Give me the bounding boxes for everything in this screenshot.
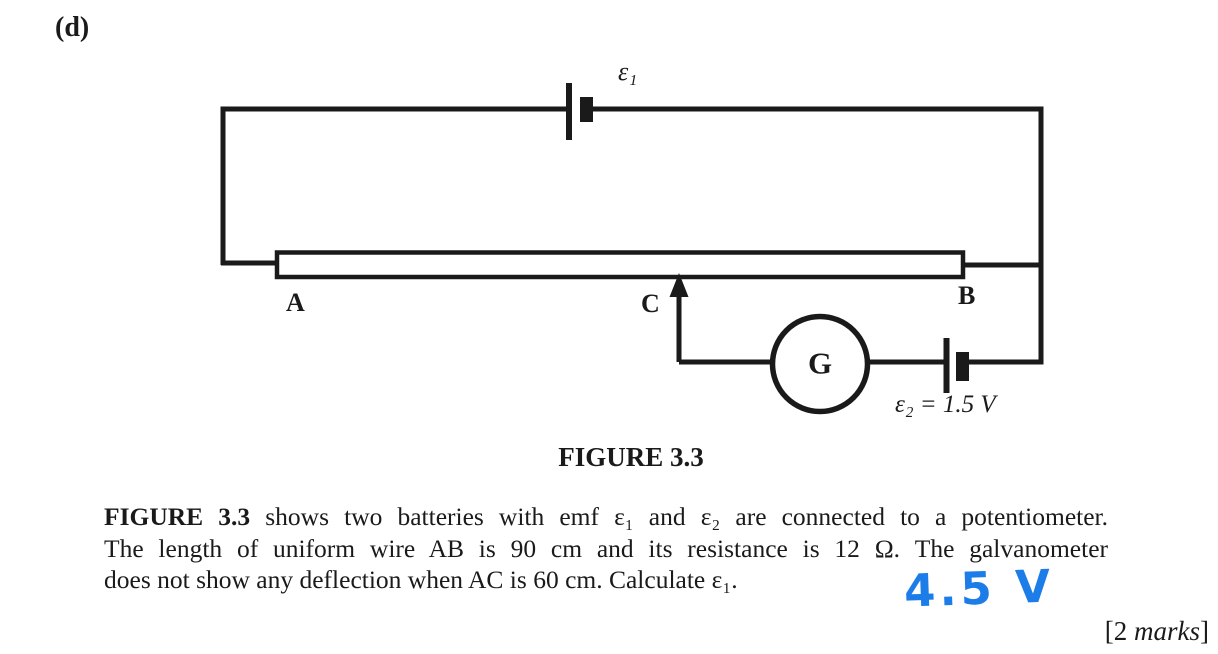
jockey-arrow-icon bbox=[669, 273, 689, 297]
potentiometer-wire bbox=[274, 250, 966, 280]
marks-bracket-close: ] bbox=[1200, 616, 1209, 646]
battery1-short-plate-icon bbox=[580, 97, 593, 122]
battery1-long-plate-icon bbox=[566, 83, 572, 140]
battery2-long-plate-icon bbox=[943, 338, 950, 393]
battery2-short-plate-icon bbox=[956, 352, 969, 381]
question-line-2: The length of uniform wire AB is 90 cm a… bbox=[104, 533, 1108, 563]
emf1-label: ε₁ bbox=[618, 57, 638, 86]
figure-caption: FIGURE 3.3 bbox=[558, 442, 704, 472]
point-b-label: B bbox=[958, 281, 976, 310]
question-part-label: (d) bbox=[55, 12, 90, 43]
marks-word: marks bbox=[1134, 616, 1200, 646]
handwritten-answer: 4.5 V bbox=[903, 559, 1056, 618]
marks-allocation: [2 marks] bbox=[1104, 616, 1209, 647]
question-line-1: FIGURE 3.3 shows two batteries with emf … bbox=[104, 501, 1108, 533]
question-line-1-rest: shows two batteries with emf ε₁ and ε₂ a… bbox=[250, 502, 1108, 531]
marks-bracket-open: [2 bbox=[1104, 616, 1134, 646]
question-text: FIGURE 3.3 shows two batteries with emf … bbox=[104, 501, 1108, 596]
figure-reference: FIGURE 3.3 bbox=[104, 502, 251, 531]
point-c-label: C bbox=[641, 289, 660, 318]
point-a-label: A bbox=[286, 288, 305, 317]
question-line-3: does not show any deflection when AC is … bbox=[104, 565, 738, 594]
emf2-value-label: ε₂ = 1.5 V bbox=[895, 391, 996, 418]
galvanometer-label: G bbox=[807, 345, 833, 381]
